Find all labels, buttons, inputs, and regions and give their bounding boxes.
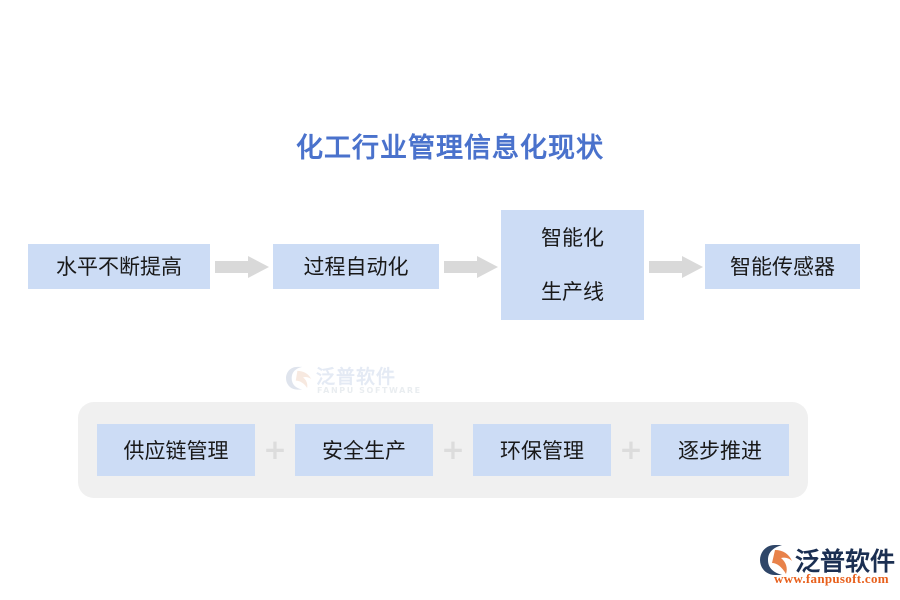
plus-separator-icon: + [619,433,643,466]
corner-brand-cn: 泛普软件 [795,547,896,576]
tag-label: 安全生产 [322,439,406,463]
plus-separator-icon: + [263,433,287,466]
tag-box-3[interactable]: 环保管理 [473,424,611,476]
flow-step-label-line1: 智能化 [541,226,604,250]
center-watermark: 泛普软件 FANPU SOFTWARE [286,362,420,402]
process-flow-row: 水平不断提高 过程自动化 智能化 生产线 智能传感器 [0,200,900,330]
fanpu-logo-icon [286,366,312,392]
flow-step-box-2[interactable]: 过程自动化 [273,244,439,289]
flow-step-box-1[interactable]: 水平不断提高 [28,244,210,289]
watermark-brand-cn: 泛普软件 [316,366,397,388]
plus-separator-icon: + [441,433,465,466]
fanpu-logo-icon [760,545,792,575]
tag-label: 供应链管理 [123,439,229,463]
bottom-tags-panel: 供应链管理 + 安全生产 + 环保管理 + 逐步推进 [78,402,808,498]
page-title: 化工行业管理信息化现状 [296,133,604,164]
tag-box-4[interactable]: 逐步推进 [651,424,789,476]
flow-arrow-1 [215,256,269,278]
corner-brand-url: www.fanpusoft.com [774,571,889,586]
flow-step-label: 智能传感器 [730,254,835,279]
tag-box-1[interactable]: 供应链管理 [97,424,255,476]
flow-step-label-line2: 生产线 [541,280,604,304]
flow-step-box-3[interactable]: 智能化 生产线 [501,210,644,320]
tag-box-2[interactable]: 安全生产 [295,424,433,476]
flow-step-label: 水平不断提高 [56,254,182,279]
flow-arrow-2 [444,256,498,278]
flow-arrow-3 [649,256,703,278]
watermark-brand-en: FANPU SOFTWARE [317,386,422,395]
flow-step-box-4[interactable]: 智能传感器 [705,244,860,289]
tag-label: 逐步推进 [678,439,762,463]
corner-brand-logo: 泛普软件 www.fanpusoft.com [760,542,896,588]
bottom-tags-row: 供应链管理 + 安全生产 + 环保管理 + 逐步推进 [78,402,808,498]
tag-label: 环保管理 [500,439,584,463]
flow-step-label: 过程自动化 [303,254,409,279]
